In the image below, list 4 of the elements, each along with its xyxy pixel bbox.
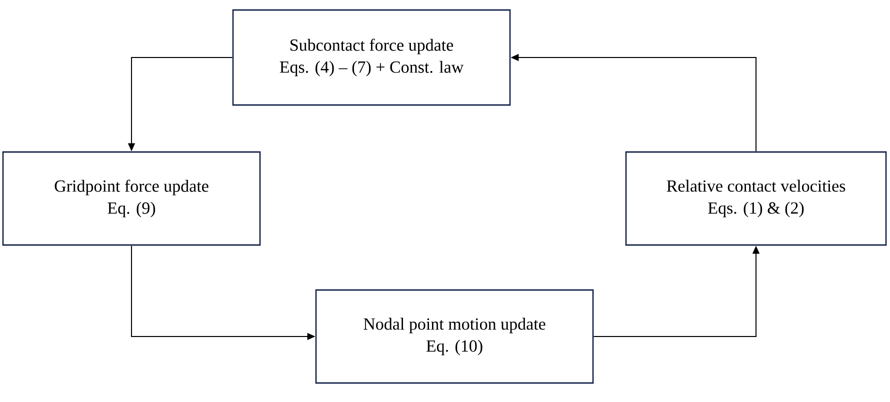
process-box: Nodal point motion update Eq. (10) — [315, 289, 594, 384]
process-box: Subcontact force update Eqs. (4) – (7) + Const. law — [232, 9, 511, 106]
process-box: Relative contact velocities Eqs. (1) & (2) — [625, 151, 887, 246]
process-box: Gridpoint force update Eq. (9) — [2, 151, 261, 246]
